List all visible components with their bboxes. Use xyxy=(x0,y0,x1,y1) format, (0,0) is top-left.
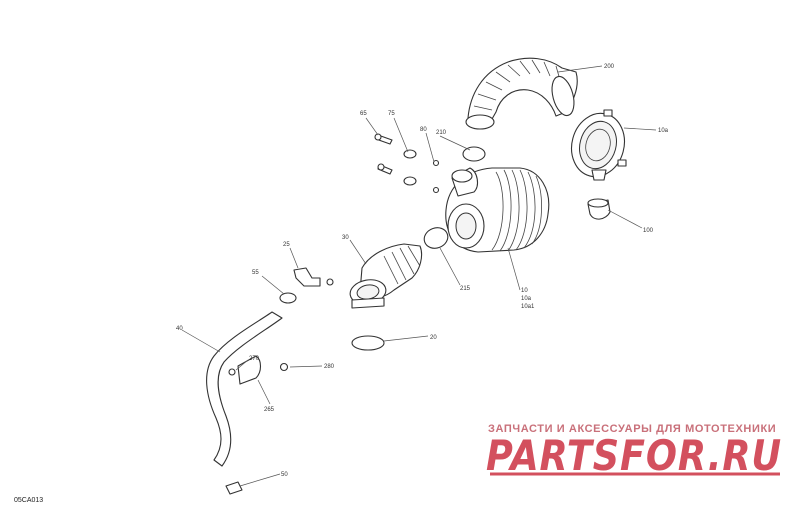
leader-lines xyxy=(181,65,657,487)
callout-80: 80 xyxy=(420,127,427,133)
elbow-fitting xyxy=(279,267,334,304)
clamp-215 xyxy=(423,227,449,249)
callout-200: 200 xyxy=(604,64,615,70)
airbox-cover xyxy=(571,109,627,181)
clamp-20 xyxy=(351,335,385,351)
vent-hose xyxy=(206,311,289,495)
callout-100: 100 xyxy=(643,228,654,234)
drain-valve xyxy=(587,198,611,220)
callout-10a: 10a xyxy=(521,296,532,302)
callout-75: 75 xyxy=(388,111,395,117)
watermark-tagline: ЗАПЧАСТИ И АКСЕССУАРЫ ДЛЯ МОТОТЕХНИКИ xyxy=(488,423,776,435)
callout-210: 210 xyxy=(436,130,447,136)
airbox-housing xyxy=(445,167,550,253)
watermark-brand: PARTSFOR.RU xyxy=(486,431,782,480)
diagram-reference-code: 05CA013 xyxy=(14,497,43,504)
callout-65: 65 xyxy=(360,111,367,117)
carburetor-adapter xyxy=(349,243,423,309)
callout-10: 10 xyxy=(521,288,528,294)
intake-duct xyxy=(465,57,578,130)
clamp-210 xyxy=(462,146,486,162)
callout-10a1: 10a1 xyxy=(521,304,535,310)
callout-270: 270 xyxy=(249,356,260,362)
callout-215: 215 xyxy=(460,286,471,292)
callout-25: 25 xyxy=(283,242,290,248)
callout-280: 280 xyxy=(324,364,335,370)
callout-50: 50 xyxy=(281,472,288,478)
callout-10a-top: 10a xyxy=(658,128,669,134)
callout-40: 40 xyxy=(176,326,183,332)
callout-265: 265 xyxy=(264,407,275,413)
fasteners-group xyxy=(374,133,440,194)
callout-55: 55 xyxy=(252,270,259,276)
watermark: ЗАПЧАСТИ И АКСЕССУАРЫ ДЛЯ МОТОТЕХНИКИ PA… xyxy=(486,423,782,480)
callout-20: 20 xyxy=(430,335,437,341)
callout-labels: 200 10a 100 65 75 80 210 30 25 55 215 10… xyxy=(176,64,669,478)
callout-30: 30 xyxy=(342,235,349,241)
